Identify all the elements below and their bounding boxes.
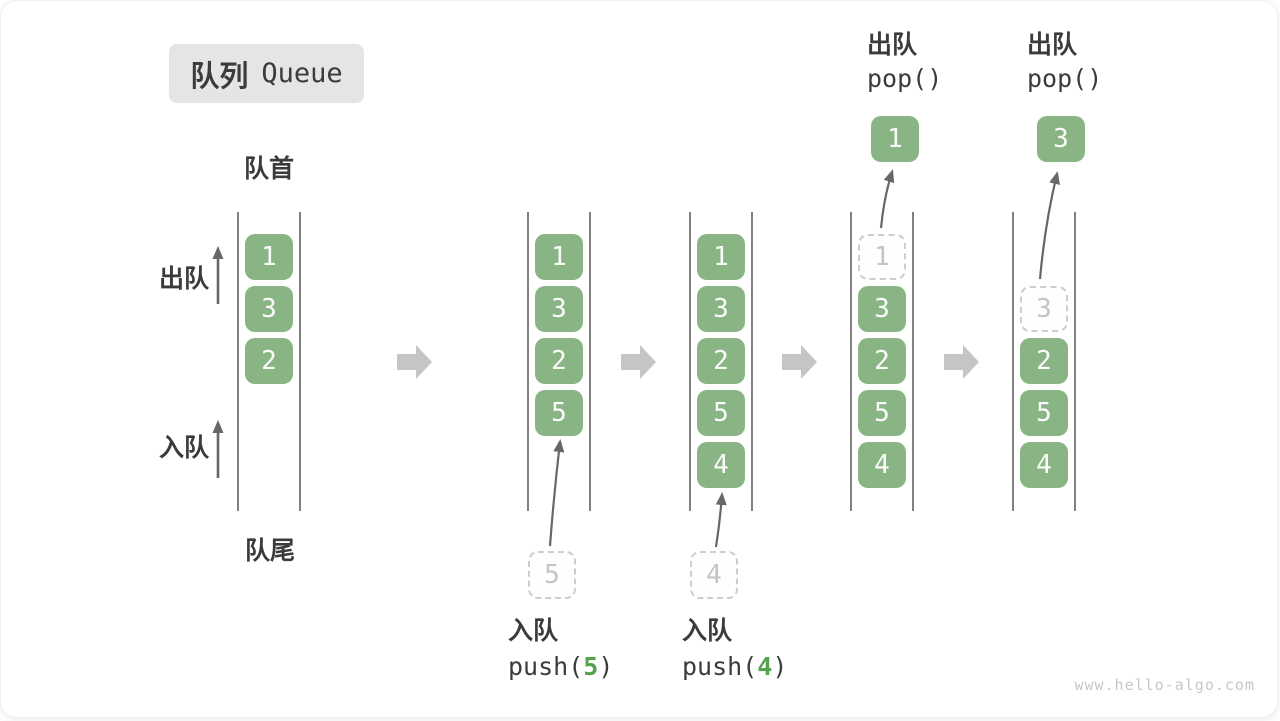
label-dequeue-direction: 出队 [159,265,210,293]
dequeue-code: pop() [1027,64,1103,93]
queue-cell: 1 [697,234,745,280]
enqueue-code: push(5) [508,653,613,681]
label-enqueue-direction: 入队 [159,434,210,462]
dequeue-label: 出队 [1027,31,1078,59]
queue-cell: 5 [1020,390,1068,436]
queue-cell: 5 [858,390,906,436]
queue-cell-ghost: 3 [1020,286,1068,332]
queue-cell: 3 [245,286,293,332]
queue-cell: 5 [697,390,745,436]
enqueue-code-part: ) [598,652,614,681]
queue-cell: 1 [245,234,293,280]
state-transition-arrow [397,345,432,379]
queue-cell: 3 [535,286,583,332]
state-transition-arrow [621,345,656,379]
queue-cell: 4 [858,442,906,488]
push-arrow [548,439,565,547]
state-transition-arrow [782,345,817,379]
queue-cell: 4 [1020,442,1068,488]
label-queue-front: 队首 [244,155,295,183]
enqueue-code-part: push( [508,652,584,681]
queue-cell: 5 [535,390,583,436]
enqueue-code-part: 4 [757,652,773,681]
queue-cell: 2 [535,338,583,384]
title-zh: 队列 [190,60,249,93]
pop-arrow [1038,171,1060,280]
queue-cell: 2 [1020,338,1068,384]
queue-cell: 1 [535,234,583,280]
enqueue-label: 入队 [682,617,733,645]
queue-cell: 2 [858,338,906,384]
state-transition-arrow [944,345,979,379]
push-arrow [714,492,727,548]
enqueue-code-part: 5 [583,652,599,681]
watermark: www.hello-algo.com [1074,676,1255,694]
queue-cell: 2 [245,338,293,384]
enqueue-label: 入队 [508,617,559,645]
enqueue-code-part: push( [682,652,758,681]
queue-cell: 4 [697,442,745,488]
queue-cell: 2 [697,338,745,384]
dequeue-label: 出队 [867,31,918,59]
label-queue-rear: 队尾 [245,537,296,565]
queue-cell-ghost: 1 [858,234,906,280]
pop-arrow [879,169,895,229]
diagram-title-box: 队列 Queue [169,44,364,103]
queue-cell: 3 [697,286,745,332]
queue-cell: 3 [858,286,906,332]
popped-cell: 3 [1037,116,1085,162]
enqueue-code: push(4) [682,653,787,681]
enqueue-code-part: ) [772,652,788,681]
dequeue-code: pop() [867,64,943,93]
popped-cell: 1 [871,116,919,162]
title-en: Queue [261,58,343,89]
enqueue-ghost-cell: 5 [528,551,576,599]
enqueue-ghost-cell: 4 [690,551,738,599]
